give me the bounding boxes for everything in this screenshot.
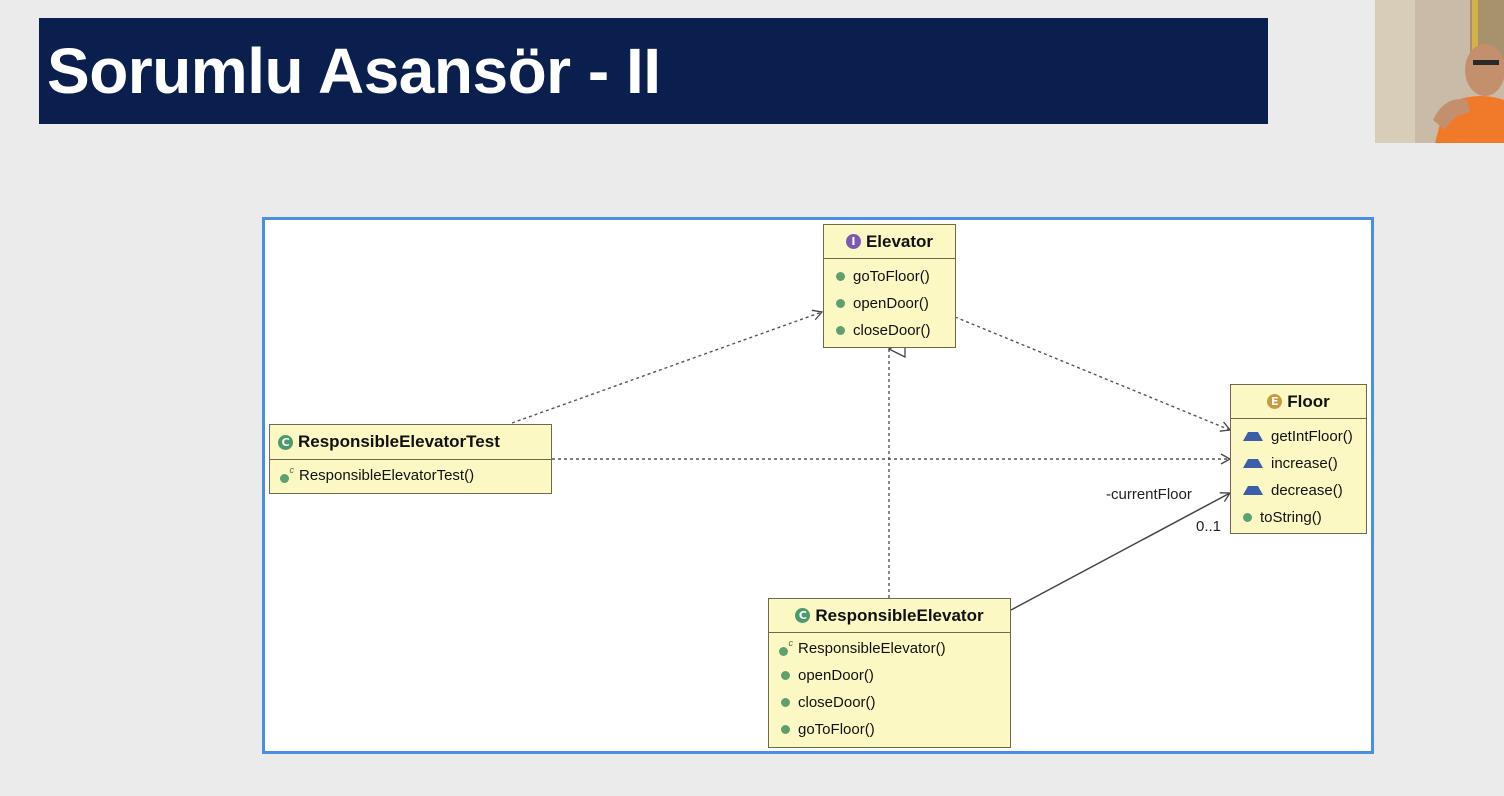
class-elevator-name: Elevator xyxy=(865,231,934,251)
operation-label: closeDoor() xyxy=(853,322,931,339)
presenter-webcam xyxy=(1375,0,1504,143)
public-method-icon xyxy=(836,272,845,281)
operation-row: c ResponsibleElevator() xyxy=(769,635,1010,662)
class-icon: C xyxy=(278,434,293,450)
public-method-icon xyxy=(836,299,845,308)
operation-row: toString() xyxy=(1231,504,1366,531)
operation-label: ResponsibleElevatorTest() xyxy=(299,467,475,484)
class-icon: C xyxy=(795,608,811,623)
public-method-icon xyxy=(781,671,790,680)
operation-label: goToFloor() xyxy=(798,721,875,738)
operation-label: decrease() xyxy=(1271,482,1343,499)
enum-icon: E xyxy=(1267,394,1283,409)
operation-row: closeDoor() xyxy=(824,317,955,344)
class-responsible-elevator[interactable]: C ResponsibleElevator c ResponsibleElevat… xyxy=(768,598,1011,748)
operation-label: toString() xyxy=(1260,509,1322,526)
operation-row: goToFloor() xyxy=(824,263,955,290)
class-floor[interactable]: E Floor getIntFloor() increase() decreas… xyxy=(1230,384,1367,534)
operation-label: openDoor() xyxy=(853,295,929,312)
operation-label: ResponsibleElevator() xyxy=(798,640,946,657)
slide-title-bar: Sorumlu Asansör - II xyxy=(39,18,1268,124)
class-responsible-name: ResponsibleElevator xyxy=(815,605,984,625)
operation-row: decrease() xyxy=(1231,477,1366,504)
operation-label: openDoor() xyxy=(798,667,874,684)
operation-label: getIntFloor() xyxy=(1271,428,1353,445)
operation-label: goToFloor() xyxy=(853,268,930,285)
public-method-icon xyxy=(781,698,790,707)
class-test-name: ResponsibleElevatorTest xyxy=(298,432,500,451)
constructor-icon: c xyxy=(280,465,294,483)
dependency-elevator-to-floor xyxy=(954,316,1232,432)
package-method-icon xyxy=(1243,432,1263,441)
class-elevator-header: I Elevator xyxy=(824,225,955,259)
operation-row: closeDoor() xyxy=(769,689,1010,716)
operation-label: increase() xyxy=(1271,455,1338,472)
operation-row: openDoor() xyxy=(824,290,955,317)
public-method-icon xyxy=(1243,513,1252,522)
package-method-icon xyxy=(1243,486,1263,495)
association-multiplicity-label: 0..1 xyxy=(1196,518,1222,535)
class-test-header: C ResponsibleElevatorTest xyxy=(270,425,551,460)
operation-row: goToFloor() xyxy=(769,716,1010,743)
class-responsible-header: C ResponsibleElevator xyxy=(769,599,1010,633)
class-elevator[interactable]: I Elevator goToFloor() openDoor() closeD… xyxy=(823,224,956,348)
class-floor-name: Floor xyxy=(1287,391,1330,411)
package-method-icon xyxy=(1243,459,1263,468)
dependency-test-to-elevator xyxy=(511,309,824,424)
operation-row: getIntFloor() xyxy=(1231,423,1366,450)
association-role-label: -currentFloor xyxy=(1106,486,1192,503)
constructor-icon: c xyxy=(779,638,793,656)
slide-title: Sorumlu Asansör - II xyxy=(47,35,661,107)
class-floor-header: E Floor xyxy=(1231,385,1366,419)
operation-row: increase() xyxy=(1231,450,1366,477)
operation-label: closeDoor() xyxy=(798,694,876,711)
association-current-floor xyxy=(1010,492,1232,611)
interface-icon: I xyxy=(845,234,861,249)
public-method-icon xyxy=(836,326,845,335)
operation-row: openDoor() xyxy=(769,662,1010,689)
operation-row: c ResponsibleElevatorTest() xyxy=(270,462,551,489)
public-method-icon xyxy=(781,725,790,734)
